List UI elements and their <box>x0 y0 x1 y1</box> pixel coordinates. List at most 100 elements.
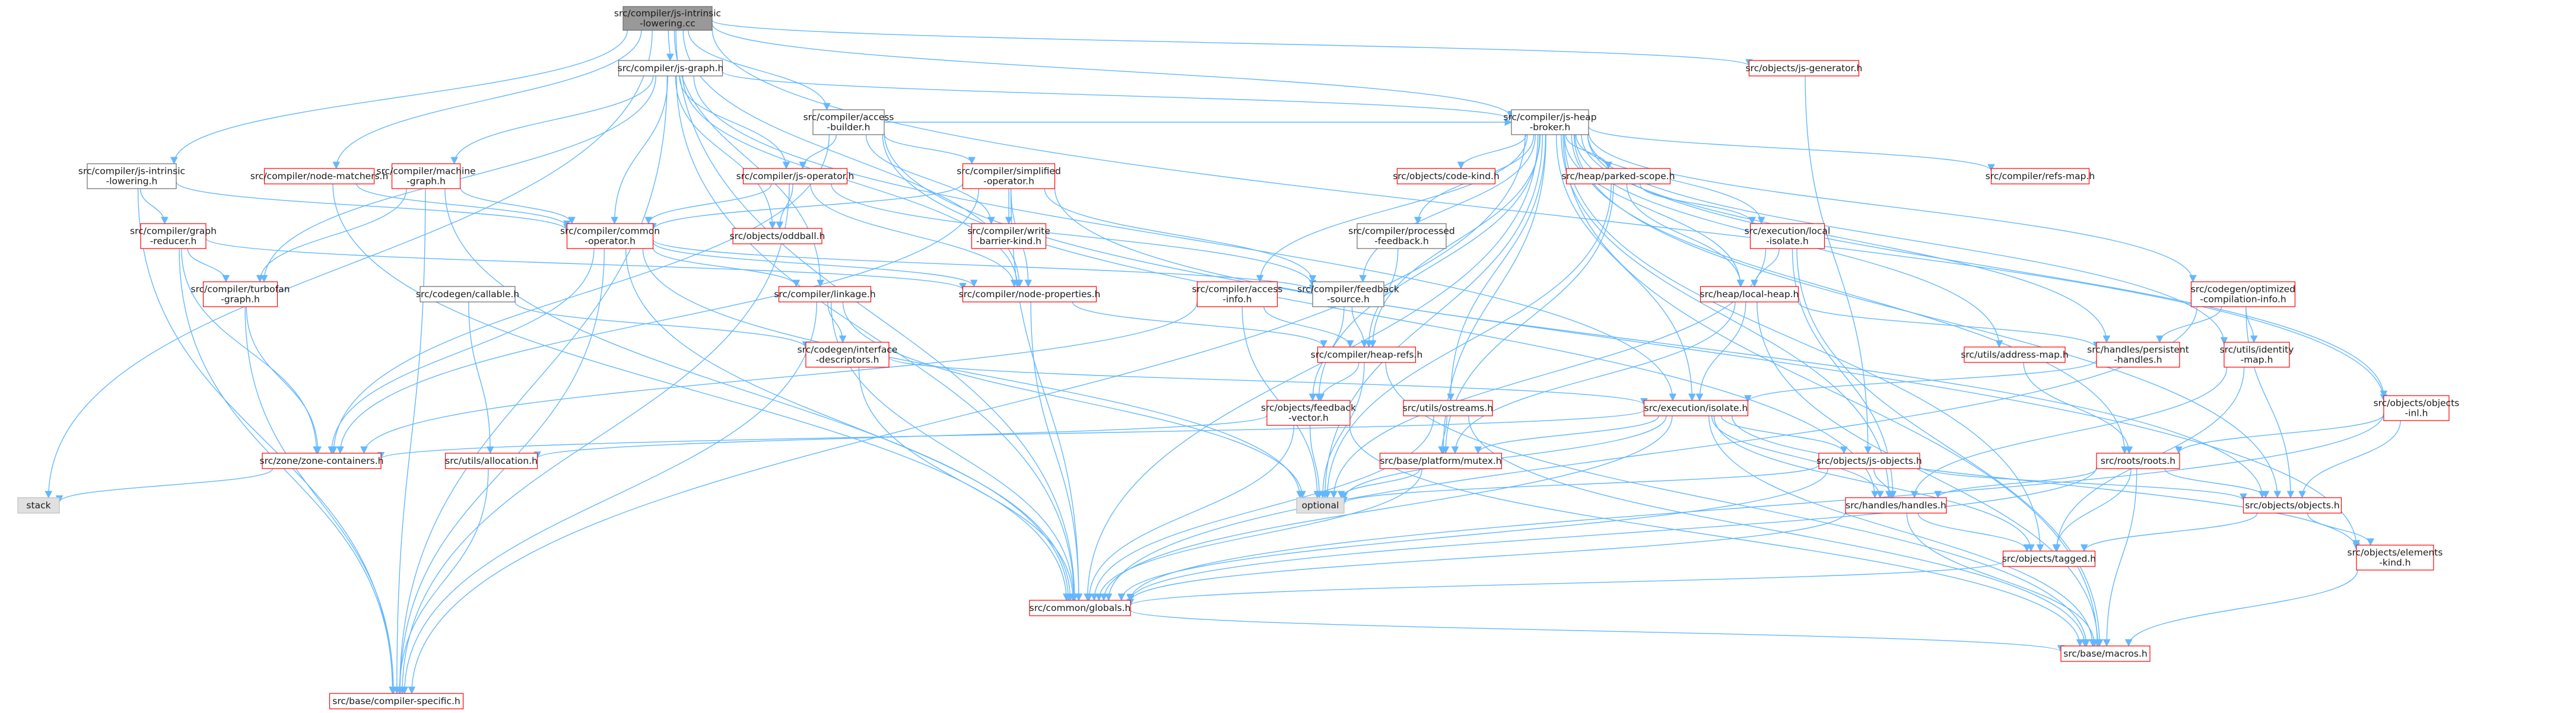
node-js-operator[interactable]: src/compiler/js-operator.h <box>736 168 855 184</box>
node-box <box>1643 400 1749 416</box>
node-globals[interactable]: src/common/globals.h <box>1029 600 1131 616</box>
node-js-objects[interactable]: src/objects/js-objects.h <box>1816 453 1922 469</box>
node-write-barrier-kind[interactable]: src/compiler/write-barrier-kind.h <box>967 223 1050 249</box>
node-simplified-operator[interactable]: src/compiler/simplified-operator.h <box>957 163 1061 189</box>
node-label: src/compiler/refs-map.h <box>1986 171 2095 182</box>
edge-js_heap_broker-to-optional <box>1321 134 1543 499</box>
node-optional[interactable]: optional <box>1296 497 1345 514</box>
node-objects-inl[interactable]: src/objects/objects-inl.h <box>2374 395 2460 421</box>
node-box <box>2096 453 2180 469</box>
node-root[interactable]: src/compiler/js-intrinsic-lowering.cc <box>614 6 721 31</box>
node-label: -vector.h <box>1288 413 1329 424</box>
node-refs-map[interactable]: src/compiler/refs-map.h <box>1986 168 2095 184</box>
node-macros[interactable]: src/base/macros.h <box>2060 645 2151 662</box>
node-roots[interactable]: src/roots/roots.h <box>2096 453 2180 469</box>
node-box <box>732 228 822 244</box>
edge-js_heap_broker-to-code_kind <box>1457 134 1527 170</box>
node-code-kind[interactable]: src/objects/code-kind.h <box>1393 168 1500 184</box>
node-label: src/objects/oddball.h <box>730 231 825 241</box>
edge-callable-to-interface_descriptors <box>514 301 810 349</box>
edge-common_operator-to-optional <box>642 248 1304 499</box>
edge-address_map-to-roots <box>2023 362 2133 454</box>
node-access-builder[interactable]: src/compiler/access-builder.h <box>803 109 894 135</box>
node-linkage[interactable]: src/compiler/linkage.h <box>774 286 876 303</box>
node-box <box>87 163 177 189</box>
edge-js_heap_broker-to-macros <box>1562 134 2101 647</box>
node-node-properties[interactable]: src/compiler/node-properties.h <box>959 286 1101 303</box>
node-label: -handles.h <box>2114 355 2162 365</box>
node-elements-kind[interactable]: src/objects/elements-kind.h <box>2348 545 2443 571</box>
node-callable[interactable]: src/codegen/callable.h <box>416 286 519 303</box>
node-label: src/compiler/js-intrinsic <box>614 8 721 19</box>
edge-parked_scope-to-optional <box>1323 183 1612 499</box>
edge-isolate-to-zone_containers <box>377 409 1645 460</box>
edge-js_heap_broker-to-mutex <box>1439 134 1546 454</box>
node-local-isolate[interactable]: src/execution/local-isolate.h <box>1745 223 1831 249</box>
node-box <box>1379 453 1503 469</box>
edge-objects-to-elements_kind <box>2307 513 2374 546</box>
node-interface-descriptors[interactable]: src/codegen/interface-descriptors.h <box>798 342 898 368</box>
node-label: src/compiler/access <box>1192 284 1283 295</box>
node-machine-graph[interactable]: src/compiler/machine-graph.h <box>376 163 476 189</box>
node-js-heap-broker[interactable]: src/compiler/js-heap-broker.h <box>1503 109 1597 135</box>
node-ostreams[interactable]: src/utils/ostreams.h <box>1403 400 1493 416</box>
node-handles[interactable]: src/handles/handles.h <box>1845 497 1947 514</box>
node-js-graph[interactable]: src/compiler/js-graph.h <box>618 60 724 77</box>
edge-js_graph-to-oddball <box>675 75 777 230</box>
edge-js_heap_broker-to-roots <box>1571 134 2129 454</box>
node-feedback-source[interactable]: src/compiler/feedback-source.h <box>1297 281 1399 307</box>
node-graph-reducer[interactable]: src/compiler/graph-reducer.h <box>130 223 217 249</box>
node-identity-map[interactable]: src/utils/identity-map.h <box>2220 342 2294 368</box>
edge-js_operator-to-compiler_specific <box>398 183 790 695</box>
node-local-heap[interactable]: src/heap/local-heap.h <box>1700 286 1799 303</box>
node-optimized-compilation-info[interactable]: src/codegen/optimized-compilation-info.h <box>2191 281 2295 307</box>
node-heap-refs[interactable]: src/compiler/heap-refs.h <box>1311 346 1423 363</box>
edge-isolate-to-macros <box>1708 415 2097 647</box>
node-box <box>2096 342 2180 368</box>
node-parked-scope[interactable]: src/heap/parked-scope.h <box>1561 168 1675 184</box>
node-common-operator[interactable]: src/compiler/common-operator.h <box>560 223 660 249</box>
edge-machine_graph-to-globals <box>444 188 1072 601</box>
node-stack[interactable]: stack <box>17 497 60 514</box>
edge-common_operator-to-globals <box>625 248 1074 601</box>
node-allocation[interactable]: src/utils/allocation.h <box>444 453 538 469</box>
node-mutex[interactable]: src/base/platform/mutex.h <box>1379 453 1503 469</box>
node-persistent-handles[interactable]: src/handles/persistent-handles.h <box>2087 342 2189 368</box>
node-tagged[interactable]: src/objects/tagged.h <box>2002 550 2096 567</box>
node-box <box>778 286 872 303</box>
node-compiler-specific[interactable]: src/base/compiler-specific.h <box>329 693 464 709</box>
node-feedback-vector[interactable]: src/objects/feedback-vector.h <box>1261 400 1356 426</box>
edge-local_heap-to-macros <box>1756 301 2102 647</box>
edge-machine_graph-to-turbofan_graph <box>256 188 407 283</box>
node-turbofan-graph[interactable]: src/compiler/turbofan-graph.h <box>191 281 290 307</box>
node-objects[interactable]: src/objects/objects.h <box>2243 497 2342 514</box>
node-isolate[interactable]: src/execution/isolate.h <box>1643 400 1749 416</box>
node-js-generator[interactable]: src/objects/js-generator.h <box>1746 60 1863 77</box>
edge-local_heap-to-persistent_handles <box>1797 301 2101 349</box>
node-label: src/compiler/graph <box>130 226 217 237</box>
edge-js_generator-to-js_objects <box>1805 75 1872 454</box>
node-address-map[interactable]: src/utils/address-map.h <box>1961 346 2069 363</box>
node-box <box>1317 346 1416 363</box>
edge-js_heap_broker-to-isolate <box>1556 134 1696 402</box>
edge-common_operator-to-linkage <box>652 247 801 288</box>
edge-machine_graph-to-common_operator <box>459 187 576 225</box>
node-oddball[interactable]: src/objects/oddball.h <box>730 228 825 244</box>
node-label: src/objects/objects.h <box>2245 500 2340 511</box>
node-box <box>1357 223 1447 249</box>
node-access-info[interactable]: src/compiler/access-info.h <box>1192 281 1283 307</box>
node-box <box>420 286 516 303</box>
edge-access_builder-to-handles <box>882 134 1879 499</box>
edge-local_isolate-to-macros <box>1796 248 2104 647</box>
node-js-intrinsic-lowering-h[interactable]: src/compiler/js-intrinsic-lowering.h <box>78 163 185 189</box>
node-node-matchers[interactable]: src/compiler/node-matchers.h <box>250 168 389 184</box>
edge-js_graph-to-common_operator <box>611 75 669 225</box>
node-label: -inl.h <box>2405 408 2428 419</box>
node-zone-containers[interactable]: src/zone/zone-containers.h <box>260 453 384 469</box>
node-box <box>444 453 538 469</box>
edge-graph_reducer-to-zone_containers <box>181 248 320 454</box>
node-processed-feedback[interactable]: src/compiler/processed-feedback.h <box>1348 223 1455 249</box>
edge-mutex-to-optional <box>1337 468 1421 499</box>
edge-root-to-globals <box>675 30 1079 601</box>
edge-turbofan_graph-to-compiler_specific <box>244 306 398 695</box>
